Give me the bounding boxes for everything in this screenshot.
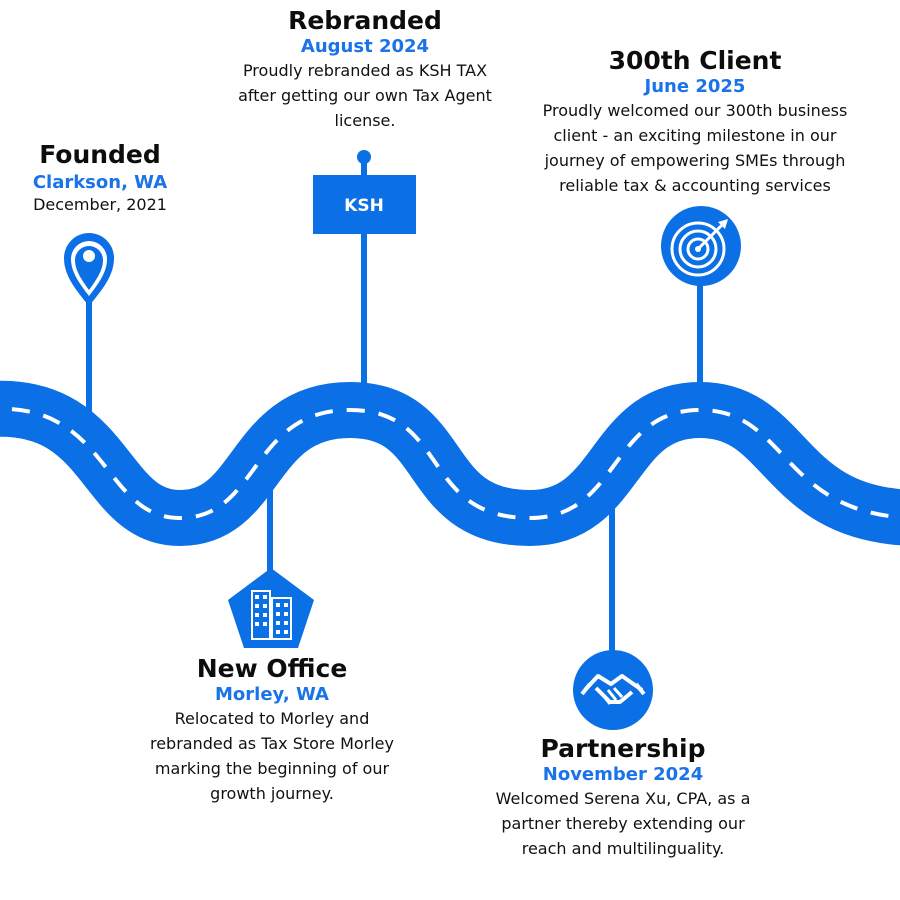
milestone-title: Founded [39,140,161,169]
milestone-300th-client: 300th Client June 2025 Proudly welcomed … [530,46,860,198]
milestone-description: Relocated to Morley and rebranded as Tax… [149,709,394,803]
milestone-founded: Founded Clarkson, WA December, 2021 [0,140,200,216]
milestone-title: 300th Client [608,46,782,75]
milestone-title: Partnership [540,734,706,763]
milestone-description: Welcomed Serena Xu, CPA, as a partner th… [495,789,751,858]
milestone-date: November 2024 [542,764,704,785]
milestone-title: Rebranded [288,6,442,35]
target-icon [661,206,741,286]
milestone-date: August 2024 [300,36,430,57]
signboard-icon: KSH [313,150,416,234]
road [0,380,900,547]
milestone-description: Proudly rebranded as KSH TAX after getti… [238,61,492,130]
milestone-rebranded: Rebranded August 2024 Proudly rebranded … [222,6,508,133]
milestone-title: New Office [196,654,348,683]
sign-text: KSH [344,196,384,216]
map-pin-icon [64,233,114,306]
milestone-date: June 2025 [644,76,746,97]
road-center-dashes [0,406,900,521]
milestone-new-office: New Office Morley, WA Relocated to Morle… [132,654,412,806]
milestone-location: Morley, WA [215,684,329,705]
milestone-location: Clarkson, WA [32,172,168,193]
milestone-date: December, 2021 [33,195,167,214]
milestone-description: Proudly welcomed our 300th business clie… [542,101,848,195]
milestone-partnership: Partnership November 2024 Welcomed Seren… [478,734,768,861]
handshake-icon [573,650,653,730]
building-icon [228,568,314,648]
